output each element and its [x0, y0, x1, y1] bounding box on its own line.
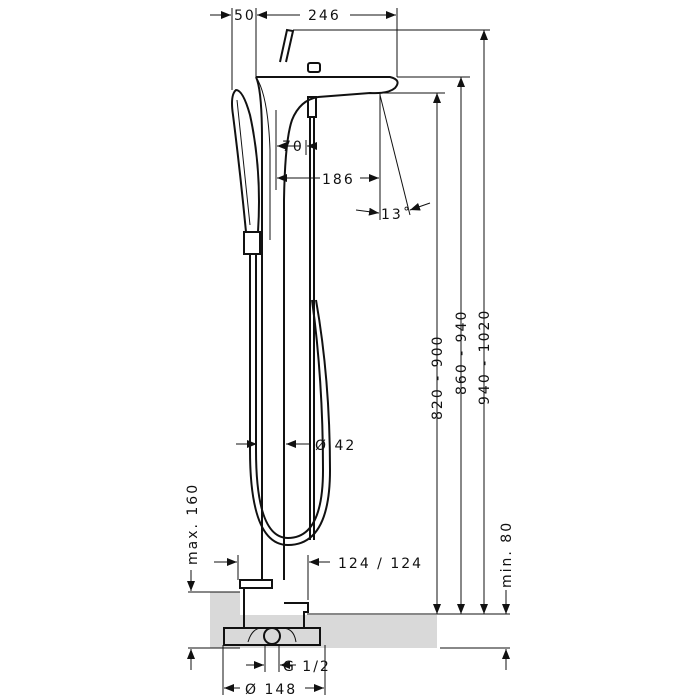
dim-186: 186	[322, 172, 355, 188]
floor	[188, 591, 510, 649]
dim-940-1020: 940 - 1020	[477, 309, 493, 405]
dim-70: 70	[282, 139, 304, 155]
dim-diameter-42: Ø 42	[315, 438, 356, 454]
dim-max-160: max. 160	[185, 483, 201, 565]
dim-246: 246	[308, 8, 341, 24]
faucet-body	[223, 28, 399, 646]
dim-min-80: min. 80	[499, 521, 515, 588]
dim-860-940: 860 - 940	[454, 310, 470, 395]
dim-angle: 13˚	[381, 206, 412, 223]
dim-g12: G 1/2	[283, 659, 331, 675]
dim-diameter-148: Ø 148	[245, 682, 297, 698]
dim-124: 124 / 124	[338, 556, 423, 572]
dim-820-900: 820 - 900	[430, 335, 446, 420]
dimension-lines	[187, 8, 510, 695]
dim-50: 50	[234, 8, 256, 24]
